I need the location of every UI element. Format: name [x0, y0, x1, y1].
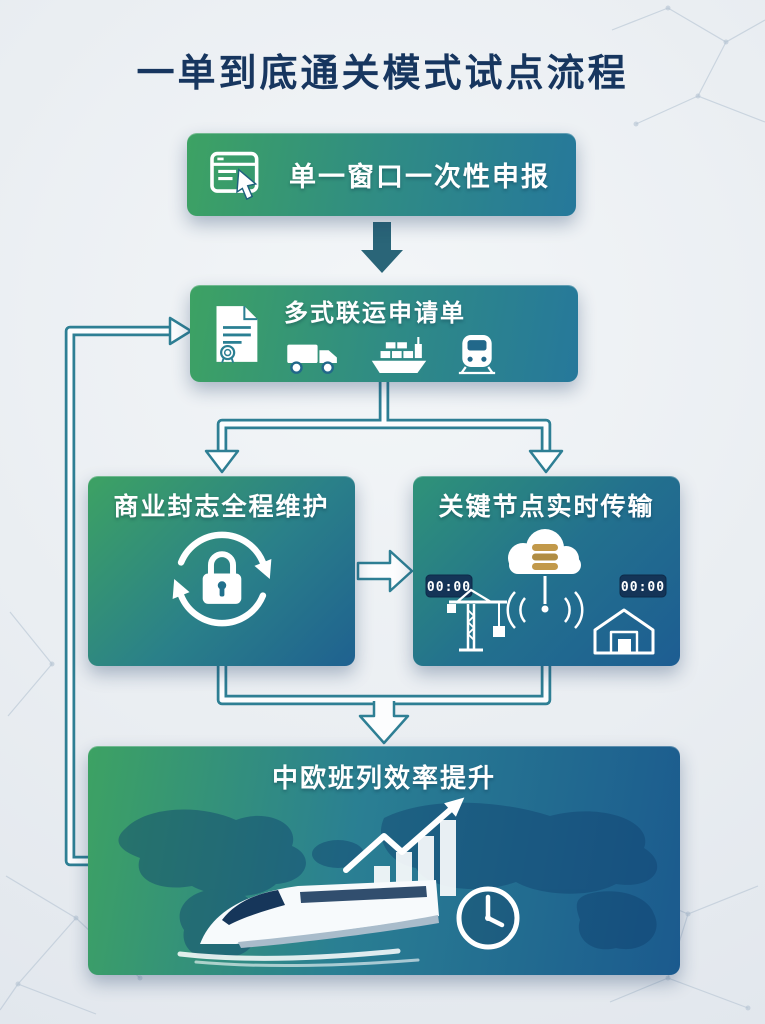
digital-clock-left: 00:00	[425, 574, 473, 598]
node-transmit-label: 关键节点实时传输	[438, 492, 655, 521]
node-result-label: 中欧班列效率提升	[271, 764, 496, 794]
clock-right-value: 00:00	[621, 580, 665, 595]
transport-modes	[284, 333, 496, 375]
node-form-label: 多式联运申请单	[284, 298, 466, 327]
node-efficiency-result: 中欧班列效率提升	[88, 746, 680, 975]
connector-merge	[216, 664, 552, 706]
arrowhead-to-transmit	[528, 449, 564, 474]
result-illustration	[118, 797, 658, 968]
connector-split	[216, 380, 552, 452]
node-declaration-label: 单一窗口一次性申报	[289, 162, 550, 193]
digital-clock-right: 00:00	[619, 574, 667, 598]
form-content: 多式联运申请单	[284, 293, 496, 375]
node-realtime-transmission: 关键节点实时传输 00:00	[413, 476, 680, 666]
node-single-window-declaration: 单一窗口一次性申报	[187, 133, 576, 216]
padlock-sync-icon	[172, 531, 271, 627]
train-icon	[458, 334, 496, 374]
node-seal-label: 商业封志全程维护	[113, 492, 330, 521]
warehouse-icon	[593, 608, 655, 655]
high-speed-train-icon	[177, 880, 439, 968]
cargo-ship-icon	[371, 336, 427, 373]
cloud-database-icon	[508, 529, 581, 574]
signal-waves-icon	[506, 576, 584, 629]
arrow-declare-to-form	[361, 222, 403, 273]
tower-crane-icon	[447, 588, 507, 652]
node-multimodal-form: 多式联运申请单	[190, 285, 578, 382]
page-title: 一单到底通关模式试点流程	[136, 51, 629, 95]
bg-constellation-mid-left	[7, 611, 55, 717]
node-seal-maintenance: 商业封志全程维护	[88, 476, 355, 666]
arrowhead-to-seal	[204, 449, 240, 474]
document-seal-icon	[216, 305, 258, 363]
network-transmission-graphic: 00:00 00:00	[425, 529, 667, 655]
arrowhead-feedback	[168, 316, 193, 346]
browser-window-icon	[210, 151, 259, 200]
truck-icon	[287, 344, 337, 374]
clock-left-value: 00:00	[427, 580, 471, 595]
arrow-seal-to-transmit	[356, 549, 414, 593]
clock-icon	[456, 886, 520, 950]
arrow-to-result	[358, 701, 410, 745]
